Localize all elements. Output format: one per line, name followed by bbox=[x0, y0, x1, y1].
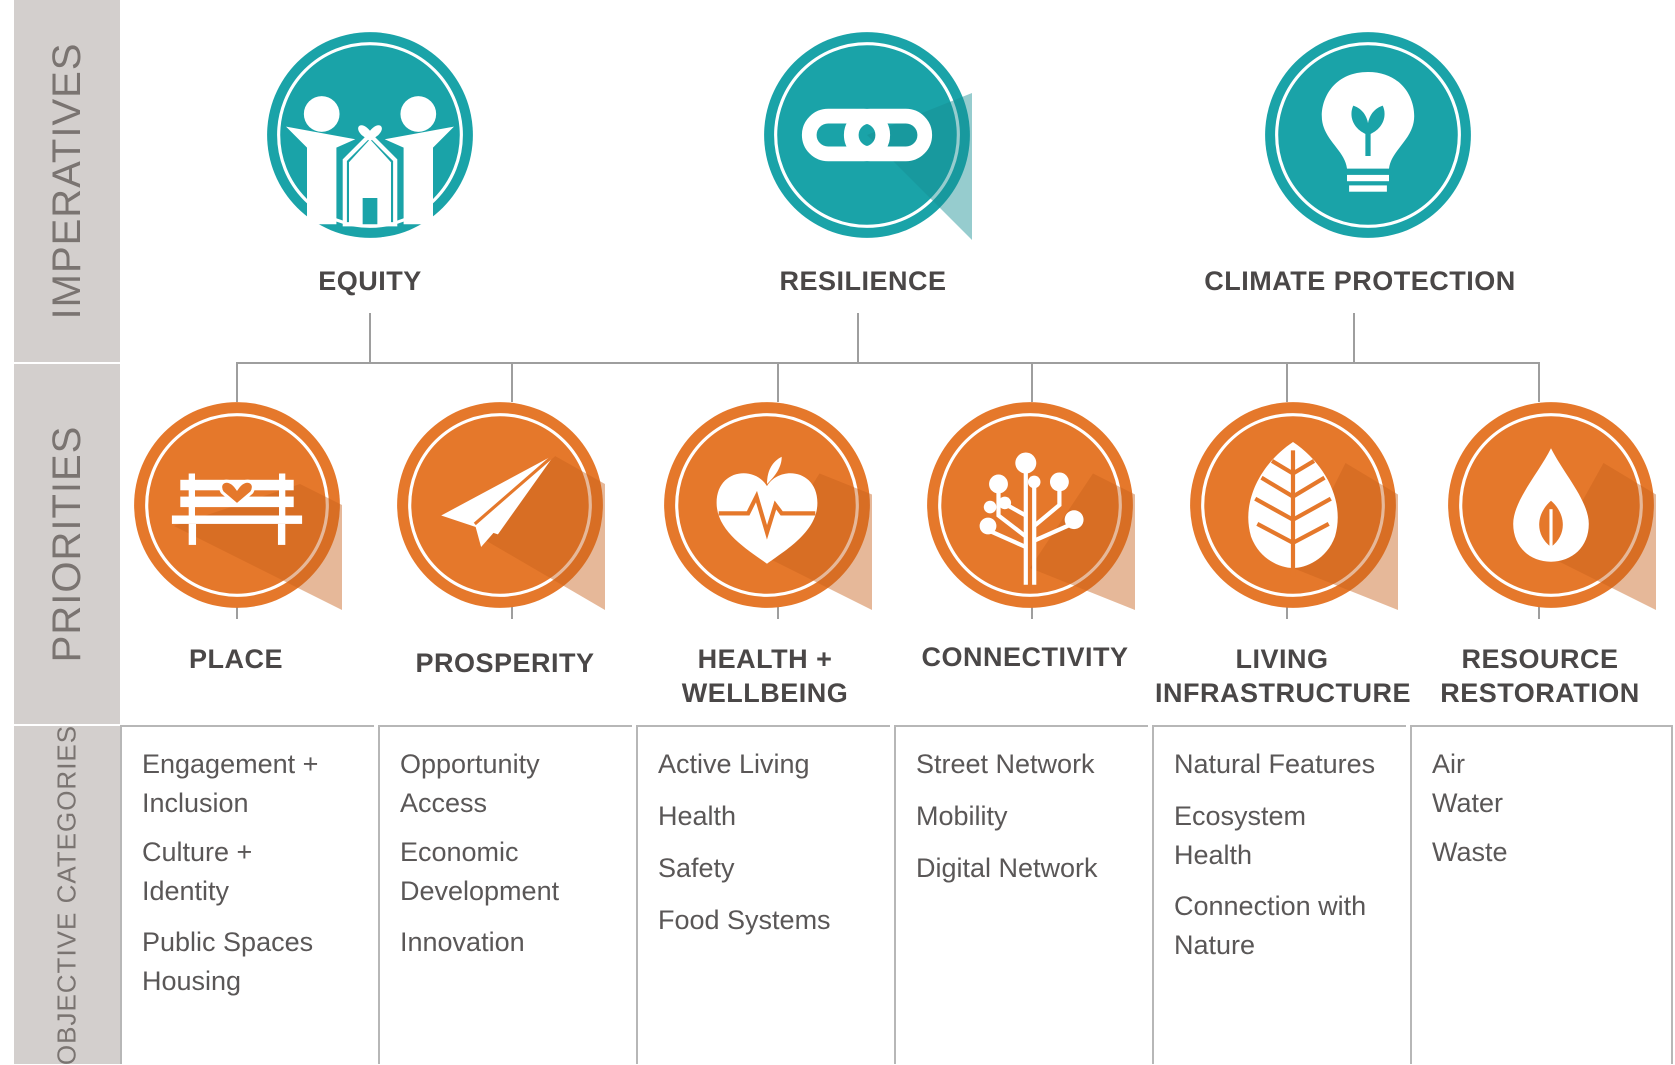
connector-drop-resource bbox=[1538, 362, 1540, 402]
objectives-column-place: Engagement + Inclusion Culture + Identit… bbox=[120, 725, 374, 1064]
priority-label-resource-restoration: RESOURCE RESTORATION bbox=[1440, 644, 1640, 708]
objective-categories-band: OBJECTIVE CATEGORIES bbox=[14, 724, 120, 1065]
connector-trunk-resilience bbox=[857, 313, 859, 364]
connector-stub-place bbox=[236, 605, 238, 619]
objective-categories-heading: OBJECTIVE CATEGORIES bbox=[51, 724, 82, 1065]
objective-item: Active Living bbox=[658, 749, 810, 779]
connector-stub-living bbox=[1286, 605, 1288, 619]
imperatives-band: IMPERATIVES bbox=[14, 0, 120, 362]
imperatives-heading: IMPERATIVES bbox=[45, 42, 89, 320]
objective-item: Digital Network bbox=[916, 853, 1098, 883]
objective-item: Waste bbox=[1432, 837, 1508, 867]
priority-label-health-wellbeing: HEALTH + WELLBEING bbox=[681, 644, 849, 708]
drop-leaf-icon bbox=[1448, 402, 1656, 610]
network-tree-icon bbox=[927, 402, 1135, 610]
connector-drop-living bbox=[1286, 362, 1288, 402]
connector-drop-connectivity bbox=[1031, 362, 1033, 402]
objective-item: Health bbox=[658, 801, 737, 831]
paper-plane-icon bbox=[397, 402, 605, 610]
priority-label-connectivity: CONNECTIVITY bbox=[921, 642, 1129, 672]
connector-trunk-equity bbox=[369, 313, 371, 364]
objective-item: Connection with Nature bbox=[1174, 891, 1367, 960]
objective-item: Innovation bbox=[400, 927, 525, 957]
chain-link-icon bbox=[764, 32, 972, 240]
connector-drop-health bbox=[777, 362, 779, 402]
objectives-column-health-wellbeing: Active Living Health Safety Food Systems bbox=[636, 725, 890, 1064]
objective-item: Food Systems bbox=[658, 905, 831, 935]
priority-label-place: PLACE bbox=[188, 644, 283, 674]
objective-item: Public Spaces Housing bbox=[142, 927, 314, 996]
objective-item: Air Water bbox=[1432, 749, 1504, 818]
objective-item: Culture + Identity bbox=[142, 837, 253, 906]
objective-item: Engagement + Inclusion bbox=[142, 749, 319, 818]
connector-stub-prosperity bbox=[511, 605, 513, 619]
connector-trunk-climate bbox=[1353, 313, 1355, 364]
imperative-label-equity: EQUITY bbox=[318, 266, 422, 296]
objective-item: Economic Development bbox=[400, 837, 560, 906]
people-house-icon bbox=[267, 32, 473, 238]
imperative-label-resilience: RESILIENCE bbox=[779, 266, 947, 296]
objective-item: Mobility bbox=[916, 801, 1008, 831]
priority-label-prosperity: PROSPERITY bbox=[415, 648, 595, 678]
bench-heart-icon bbox=[134, 402, 342, 610]
apple-heartbeat-icon bbox=[664, 402, 872, 610]
objectives-column-living-infrastructure: Natural Features Ecosystem Health Connec… bbox=[1152, 725, 1406, 1064]
leaf-icon bbox=[1190, 402, 1398, 610]
connector-drop-prosperity bbox=[511, 362, 513, 402]
priority-label-living-infrastructure: LIVING INFRASTRUCTURE bbox=[1155, 644, 1411, 708]
objectives-column-resource-restoration: Air Water Waste bbox=[1410, 725, 1673, 1064]
connector-horizontal bbox=[236, 362, 1540, 364]
imperative-label-climate-protection: CLIMATE PROTECTION bbox=[1204, 266, 1516, 296]
priorities-heading: PRIORITIES bbox=[45, 425, 89, 663]
objective-item: Safety bbox=[658, 853, 735, 883]
connector-stub-resource bbox=[1538, 605, 1540, 619]
objectives-column-connectivity: Street Network Mobility Digital Network bbox=[894, 725, 1148, 1064]
connector-drop-place bbox=[236, 362, 238, 402]
objective-item: Natural Features bbox=[1174, 749, 1376, 779]
lightbulb-sprout-icon bbox=[1265, 32, 1471, 238]
objective-item: Street Network bbox=[916, 749, 1095, 779]
objective-item: Opportunity Access bbox=[400, 749, 540, 818]
connector-stub-health bbox=[777, 605, 779, 619]
connector-stub-connectivity bbox=[1031, 605, 1033, 619]
objective-item: Ecosystem Health bbox=[1174, 801, 1307, 870]
priorities-band: PRIORITIES bbox=[14, 364, 120, 724]
objectives-column-prosperity: Opportunity Access Economic Development … bbox=[378, 725, 632, 1064]
